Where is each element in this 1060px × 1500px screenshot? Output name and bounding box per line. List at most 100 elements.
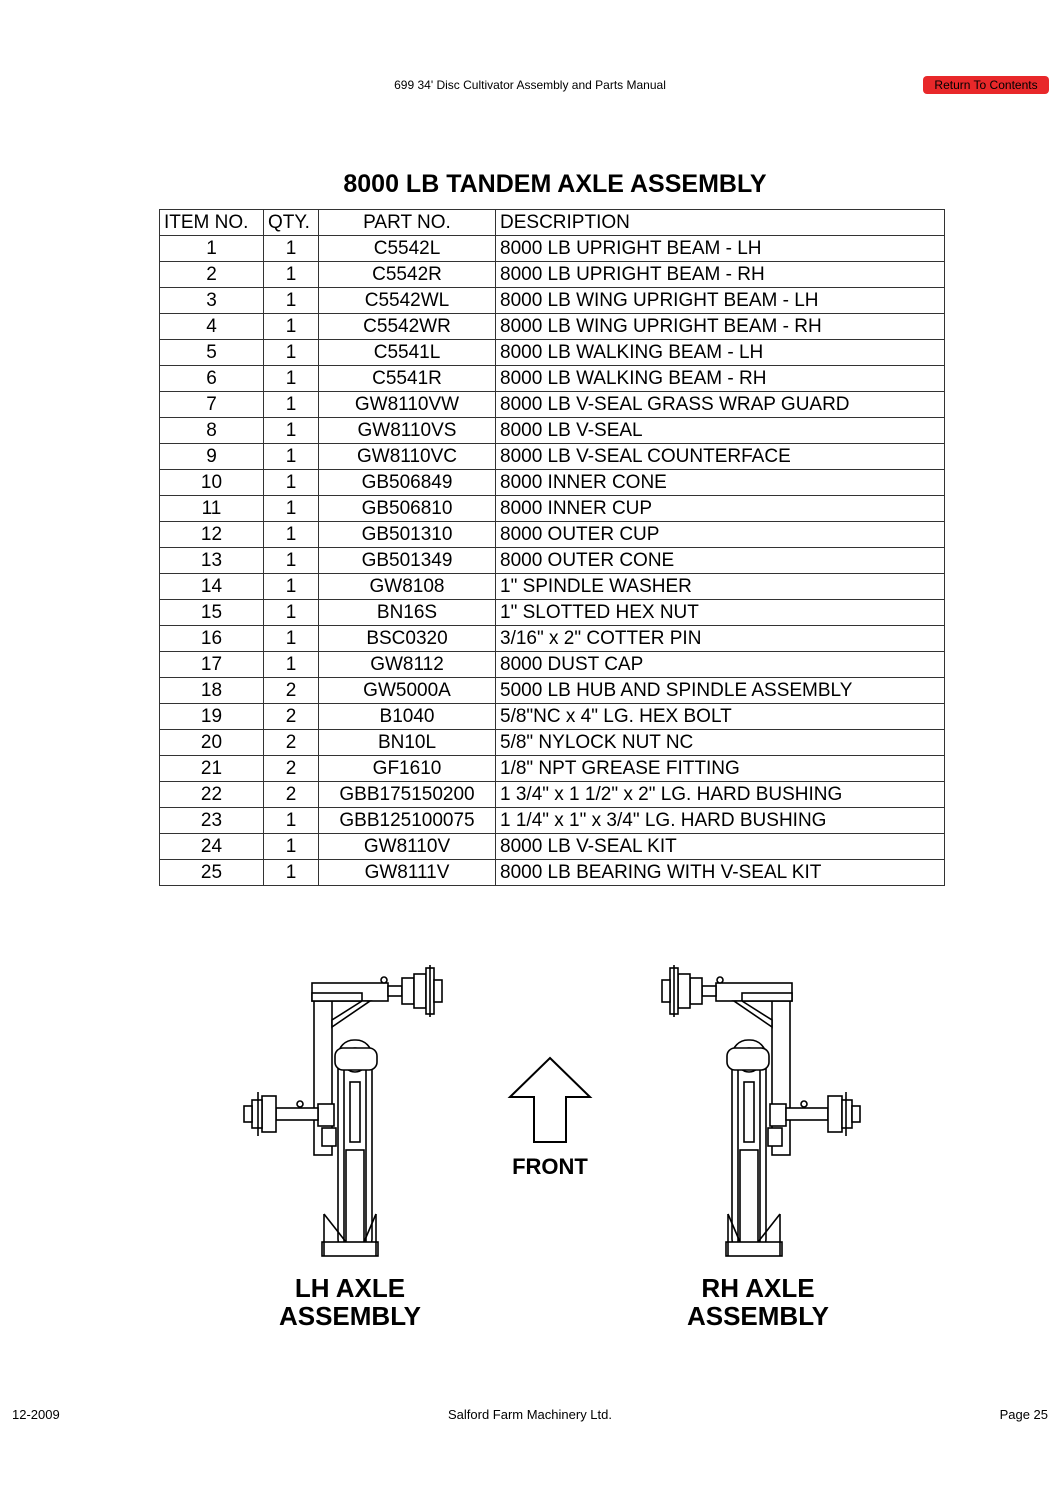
- item-no-cell: 17: [159, 651, 264, 678]
- description-cell: 8000 LB V-SEAL KIT: [495, 833, 945, 860]
- front-label: FRONT: [512, 1154, 588, 1179]
- part-no-cell: GB506810: [318, 495, 496, 522]
- item-no-cell: 21: [159, 755, 264, 782]
- part-no-cell: GW8110VS: [318, 417, 496, 444]
- column-header-qty: QTY.: [263, 209, 319, 236]
- item-no-cell: 11: [159, 495, 264, 522]
- qty-cell: 1: [263, 625, 319, 652]
- page-title: 8000 LB TANDEM AXLE ASSEMBLY: [343, 170, 767, 198]
- description-cell: 8000 LB WING UPRIGHT BEAM - RH: [495, 313, 945, 340]
- part-no-cell: GW8110VW: [318, 391, 496, 418]
- part-no-cell: GB501349: [318, 547, 496, 574]
- item-no-cell: 13: [159, 547, 264, 574]
- item-no-cell: 23: [159, 807, 264, 834]
- column-header-part-no: PART NO.: [318, 209, 496, 236]
- qty-cell: 1: [263, 469, 319, 496]
- description-cell: 1 1/4" x 1" x 3/4" LG. HARD BUSHING: [495, 807, 945, 834]
- qty-cell: 1: [263, 235, 319, 262]
- part-no-cell: GBB125100075: [318, 807, 496, 834]
- part-no-cell: C5541L: [318, 339, 496, 366]
- rh-axle-label-line2: ASSEMBLY: [686, 1301, 830, 1331]
- qty-cell: 1: [263, 261, 319, 288]
- item-no-cell: 8: [159, 417, 264, 444]
- description-cell: 8000 LB UPRIGHT BEAM - LH: [495, 235, 945, 262]
- qty-cell: 1: [263, 313, 319, 340]
- description-cell: 8000 DUST CAP: [495, 651, 945, 678]
- part-no-cell: GF1610: [318, 755, 496, 782]
- qty-cell: 1: [263, 417, 319, 444]
- column-header-item-no: ITEM NO.: [159, 209, 264, 236]
- item-no-cell: 2: [159, 261, 264, 288]
- item-no-cell: 3: [159, 287, 264, 314]
- lh-axle-label: LH AXLE ASSEMBLY: [250, 1274, 450, 1330]
- qty-cell: 1: [263, 599, 319, 626]
- qty-cell: 2: [263, 781, 319, 808]
- item-no-cell: 22: [159, 781, 264, 808]
- part-no-cell: BSC0320: [318, 625, 496, 652]
- item-no-cell: 24: [159, 833, 264, 860]
- description-cell: 1 3/4" x 1 1/2" x 2" LG. HARD BUSHING: [495, 781, 945, 808]
- part-no-cell: C5541R: [318, 365, 496, 392]
- qty-cell: 1: [263, 547, 319, 574]
- description-cell: 8000 OUTER CONE: [495, 547, 945, 574]
- part-no-cell: GW8110V: [318, 833, 496, 860]
- qty-cell: 1: [263, 859, 319, 886]
- rh-axle-drawing: [661, 965, 861, 1257]
- qty-cell: 2: [263, 729, 319, 756]
- description-cell: 8000 LB WALKING BEAM - LH: [495, 339, 945, 366]
- item-no-cell: 16: [159, 625, 264, 652]
- footer-page-number: Page 25: [999, 1407, 1048, 1422]
- rh-axle-label: RH AXLE ASSEMBLY: [658, 1274, 858, 1330]
- document-title: 699 34' Disc Cultivator Assembly and Par…: [394, 78, 666, 92]
- item-no-cell: 12: [159, 521, 264, 548]
- part-no-cell: GBB175150200: [318, 781, 496, 808]
- description-cell: 8000 INNER CUP: [495, 495, 945, 522]
- part-no-cell: GW8110VC: [318, 443, 496, 470]
- qty-cell: 1: [263, 573, 319, 600]
- table-header-row: ITEM NO. QTY. PART NO. DESCRIPTION: [159, 209, 945, 236]
- part-no-cell: GB506849: [318, 469, 496, 496]
- part-no-cell: BN16S: [318, 599, 496, 626]
- part-no-cell: GW5000A: [318, 677, 496, 704]
- axle-assembly-diagram: [243, 965, 861, 1257]
- lh-axle-label-line1: LH AXLE: [294, 1273, 406, 1303]
- description-cell: 8000 INNER CONE: [495, 469, 945, 496]
- description-cell: 5000 LB HUB AND SPINDLE ASSEMBLY: [495, 677, 945, 704]
- qty-cell: 1: [263, 391, 319, 418]
- description-cell: 8000 LB WING UPRIGHT BEAM - LH: [495, 287, 945, 314]
- qty-cell: 2: [263, 703, 319, 730]
- qty-cell: 1: [263, 521, 319, 548]
- part-no-cell: C5542WL: [318, 287, 496, 314]
- part-no-cell: C5542L: [318, 235, 496, 262]
- description-cell: 1" SPINDLE WASHER: [495, 573, 945, 600]
- description-cell: 5/8"NC x 4" LG. HEX BOLT: [495, 703, 945, 730]
- item-no-cell: 10: [159, 469, 264, 496]
- description-cell: 1" SLOTTED HEX NUT: [495, 599, 945, 626]
- item-no-cell: 1: [159, 235, 264, 262]
- return-to-contents-button[interactable]: Return To Contents: [923, 76, 1049, 94]
- qty-cell: 1: [263, 443, 319, 470]
- part-no-cell: GW8112: [318, 651, 496, 678]
- description-cell: 8000 LB BEARING WITH V-SEAL KIT: [495, 859, 945, 886]
- item-no-cell: 25: [159, 859, 264, 886]
- item-no-cell: 6: [159, 365, 264, 392]
